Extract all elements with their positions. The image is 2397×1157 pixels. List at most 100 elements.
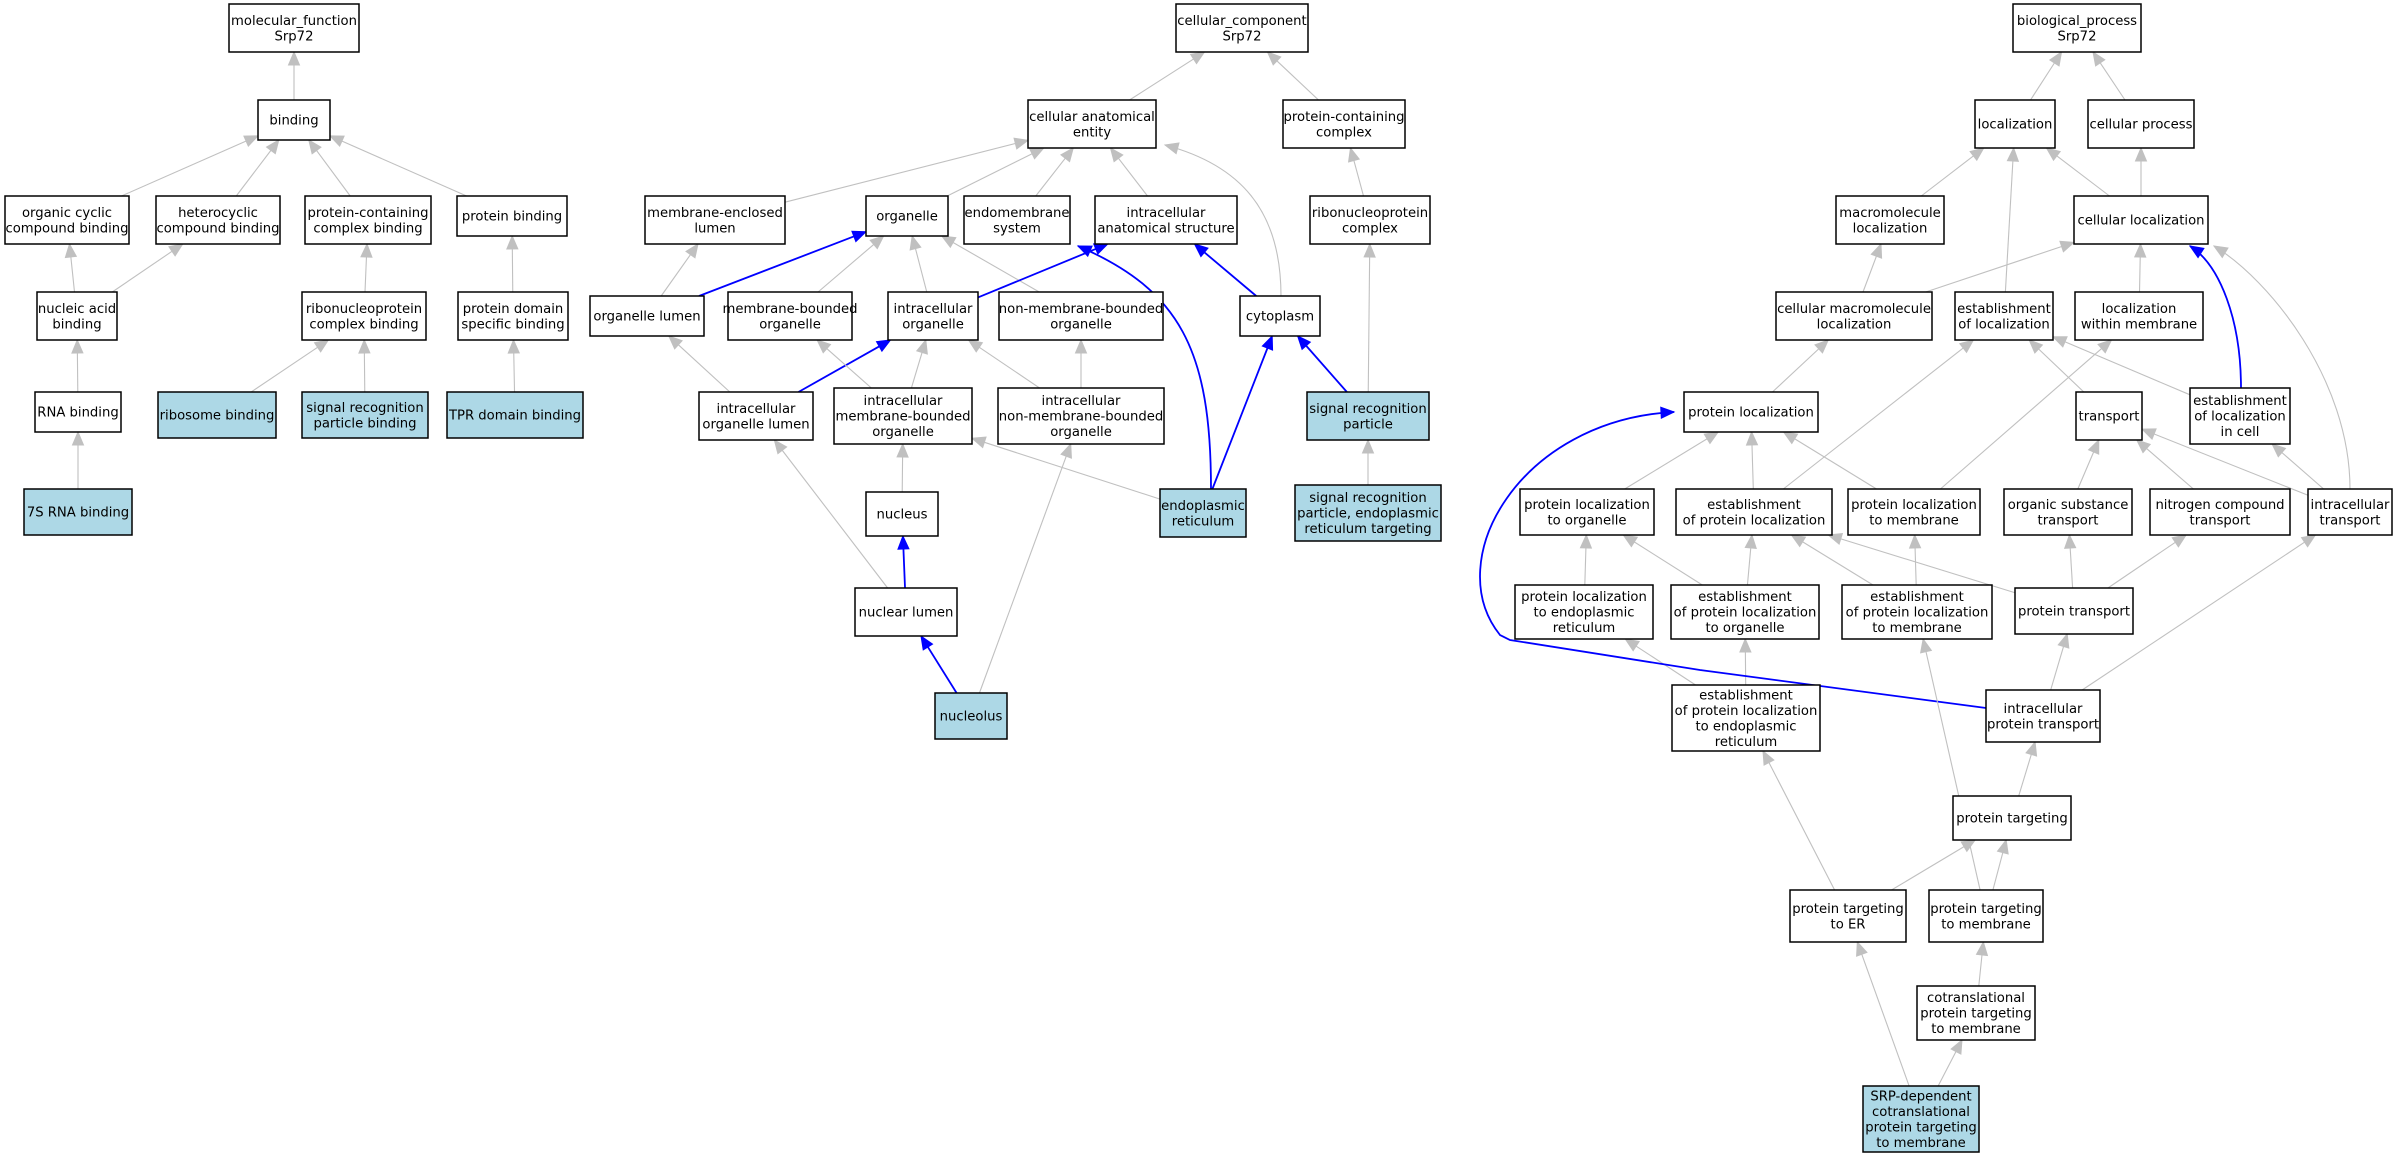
edge-organelle-to-cae bbox=[946, 147, 1045, 197]
edge-arrowhead bbox=[970, 436, 987, 449]
node-label-line: establishment bbox=[1698, 590, 1792, 605]
node-box bbox=[1514, 584, 1654, 640]
edge-prot-targeting-er-to-protein-targeting bbox=[1891, 839, 1977, 891]
edge-arrowhead bbox=[71, 430, 85, 446]
edge-cellular-process-to-bp-root bbox=[2092, 50, 2126, 101]
node-label-line: complex bbox=[1342, 221, 1398, 236]
edge-line bbox=[1129, 57, 1196, 101]
edge-arrowhead bbox=[1782, 431, 1799, 445]
edge-line bbox=[1978, 952, 1983, 987]
node-box bbox=[1835, 195, 1945, 245]
node-box bbox=[1670, 584, 1820, 640]
edge-protein-loc-to-cell-macromol-loc bbox=[1772, 339, 1830, 393]
node-box bbox=[2149, 488, 2291, 536]
edge-arrowhead bbox=[1109, 146, 1124, 163]
node-box bbox=[23, 488, 133, 536]
edge-arrowhead bbox=[506, 234, 519, 250]
edge-mbo-to-organelle bbox=[817, 235, 885, 293]
edge-nucleic-acid-binding-to-heterocyclic bbox=[111, 243, 184, 293]
edge-rnp-complex-binding-to-protein-containing-complex-binding bbox=[360, 242, 373, 293]
edge-line bbox=[1751, 442, 1754, 490]
node-box bbox=[2014, 587, 2134, 635]
go-node-cytoplasm: cytoplasm bbox=[1239, 295, 1321, 337]
edge-est-prot-loc-to-est-loc bbox=[1782, 339, 1975, 490]
node-box bbox=[1294, 484, 1442, 542]
node-label-line: RNA binding bbox=[37, 406, 118, 421]
node-label-line: non-membrane-bounded bbox=[999, 410, 1163, 425]
node-label-line: localization bbox=[1978, 118, 2053, 133]
edge-arrowhead bbox=[1076, 245, 1093, 258]
edge-line bbox=[977, 345, 1040, 389]
edge-arrowhead bbox=[1960, 839, 1977, 853]
edge-imbo-to-io bbox=[910, 338, 928, 389]
node-label-line: 7S RNA binding bbox=[27, 506, 129, 521]
edge-protein-transport-to-org-sub-transport bbox=[2063, 533, 2077, 589]
node-label-line: transport bbox=[2079, 410, 2140, 425]
node-label-line: intracellular bbox=[1127, 206, 1206, 221]
node-label-line: TPR domain binding bbox=[448, 409, 581, 424]
node-label-line: endoplasmic bbox=[1161, 499, 1245, 514]
edge-line bbox=[2081, 540, 2307, 691]
node-label-line: endomembrane bbox=[964, 206, 1069, 221]
edge-protein-containing-complex-binding-to-binding bbox=[308, 138, 351, 197]
edge-localization-to-bp-root bbox=[2030, 50, 2063, 101]
node-label-line: establishment bbox=[1870, 590, 1964, 605]
node-label-line: of protein localization bbox=[1846, 606, 1989, 621]
edge-arrowhead bbox=[2092, 50, 2106, 67]
node-label-line: protein domain bbox=[463, 302, 563, 317]
node-box bbox=[2074, 291, 2204, 341]
edge-arrowhead bbox=[2097, 339, 2113, 354]
node-box bbox=[865, 195, 949, 237]
edge-arrowhead bbox=[1624, 638, 1640, 652]
edge-prot-loc-er-to-prot-loc-organelle bbox=[1579, 533, 1593, 586]
node-label-line: of protein localization bbox=[1683, 513, 1826, 528]
edge-arrowhead bbox=[2025, 740, 2038, 757]
edge-line bbox=[1164, 144, 1282, 297]
node-label-line: organelle bbox=[1050, 317, 1112, 332]
node-label-line: macromolecule bbox=[1839, 206, 1940, 221]
node-label-line: cellular localization bbox=[2077, 214, 2204, 229]
edge-arrowhead bbox=[328, 135, 345, 148]
node-label-line: establishment bbox=[1707, 498, 1801, 513]
edge-line bbox=[364, 254, 368, 293]
go-node-rna7s-binding: 7S RNA binding bbox=[23, 488, 133, 536]
edge-nucleolus-to-inmbo bbox=[978, 442, 1072, 694]
node-label-line: transport bbox=[2190, 513, 2251, 528]
edge-line bbox=[910, 350, 924, 389]
edge-arrowhead bbox=[2057, 632, 2070, 649]
edge-layer bbox=[64, 50, 2351, 1087]
node-label-line: nucleic acid bbox=[38, 302, 116, 317]
node-label-line: signal recognition bbox=[306, 401, 423, 416]
edge-arrowhead bbox=[71, 338, 84, 354]
edge-arrowhead bbox=[2134, 146, 2148, 162]
edge-line bbox=[2004, 158, 2014, 293]
node-label-line: lumen bbox=[694, 221, 735, 236]
edge-line bbox=[2098, 60, 2126, 101]
edge-line bbox=[1920, 154, 1976, 197]
node-label-line: localization bbox=[2102, 302, 2177, 317]
node-label-line: cellular process bbox=[2089, 118, 2192, 133]
node-label-line: of localization bbox=[1958, 317, 2050, 332]
edge-line bbox=[2018, 752, 2033, 797]
node-box bbox=[1862, 1085, 1980, 1153]
edge-protein-transport-to-est-prot-loc bbox=[1827, 533, 2016, 594]
edge-arrowhead bbox=[1745, 430, 1759, 446]
edge-heterocyclic-to-binding bbox=[235, 138, 280, 197]
node-label-line: to membrane bbox=[1876, 1136, 1966, 1151]
edge-line bbox=[314, 148, 351, 197]
edge-intracellular-prot-transport-to-protein-transport bbox=[2050, 632, 2070, 691]
edge-nucleolus-to-nuclear-lumen bbox=[920, 634, 958, 694]
node-label-line: Srp72 bbox=[2058, 29, 2097, 44]
node-box bbox=[2073, 195, 2209, 245]
edge-er-to-imbo bbox=[970, 436, 1161, 500]
node-label-line: to membrane bbox=[1869, 513, 1959, 528]
edge-rna7s-binding-to-rna-binding bbox=[71, 430, 85, 489]
edge-line bbox=[1479, 411, 1987, 709]
node-label-line: protein targeting bbox=[1865, 1120, 1977, 1135]
edge-protein-binding-to-binding bbox=[328, 135, 467, 197]
edge-arrowhead bbox=[667, 335, 683, 350]
edge-intracellular-transport-to-transport bbox=[2140, 428, 2309, 496]
